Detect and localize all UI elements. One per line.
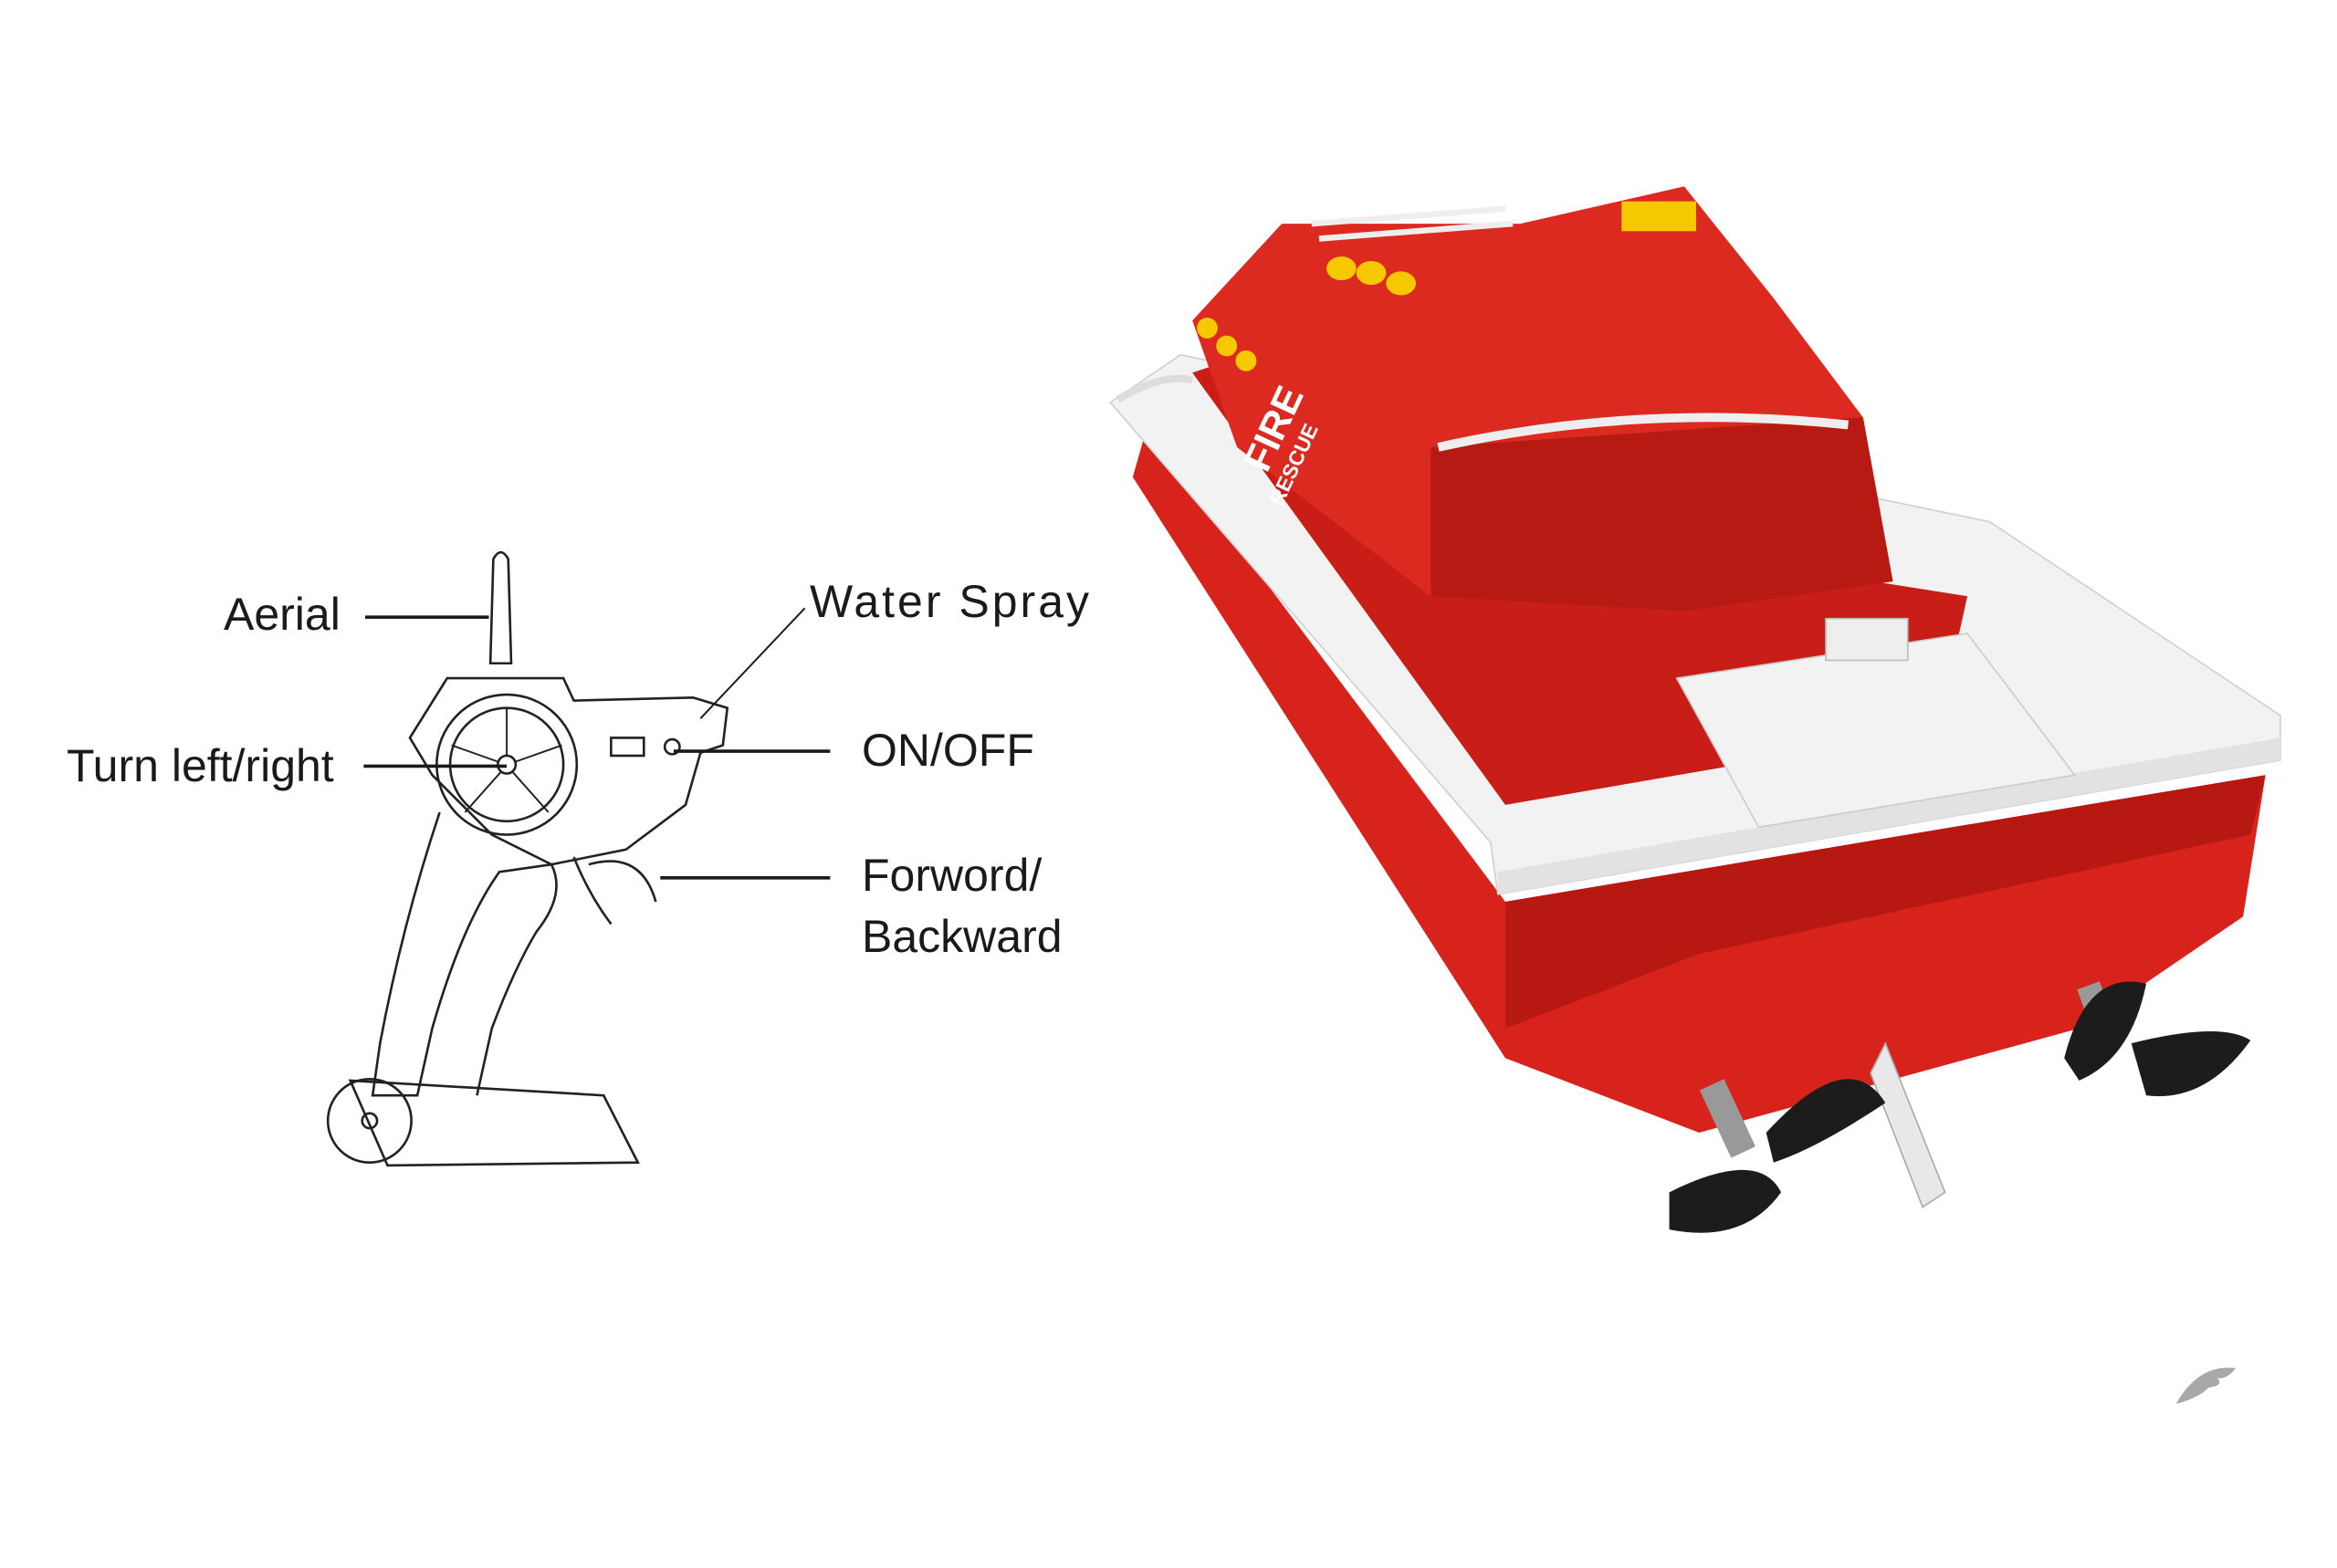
rudder <box>1870 1041 1946 1208</box>
water-spray-button <box>663 737 681 756</box>
ladder <box>1311 205 1514 242</box>
hull <box>1132 424 2266 1134</box>
feather-watermark-icon <box>2175 1367 2236 1405</box>
label-forward-line1: Forword/ <box>862 850 1043 901</box>
label-forward-line2: Backward <box>862 911 1063 962</box>
nozzle <box>1825 617 1909 662</box>
base <box>348 1079 640 1167</box>
label-turn-left-right: Turn left/right <box>67 740 334 791</box>
label-on-off: ON/OFF <box>862 725 1034 776</box>
label-aerial: Aerial <box>224 589 341 640</box>
fire-rescue-boat: FIRE RESCUE <box>1109 186 2281 1233</box>
grip <box>371 811 558 1097</box>
label-water-spray: Water Spray <box>810 576 1093 627</box>
remote-controller <box>326 550 729 1167</box>
warning-lights <box>1197 201 1696 371</box>
propellers <box>1669 981 2251 1233</box>
trigger <box>572 856 657 925</box>
leader-water-spray <box>699 607 806 719</box>
battery-cap <box>326 1077 413 1165</box>
leader-lines <box>363 607 831 880</box>
railing <box>1437 413 1850 452</box>
controller-head <box>408 676 729 866</box>
antenna <box>488 550 513 665</box>
on-off-switch <box>610 737 645 758</box>
